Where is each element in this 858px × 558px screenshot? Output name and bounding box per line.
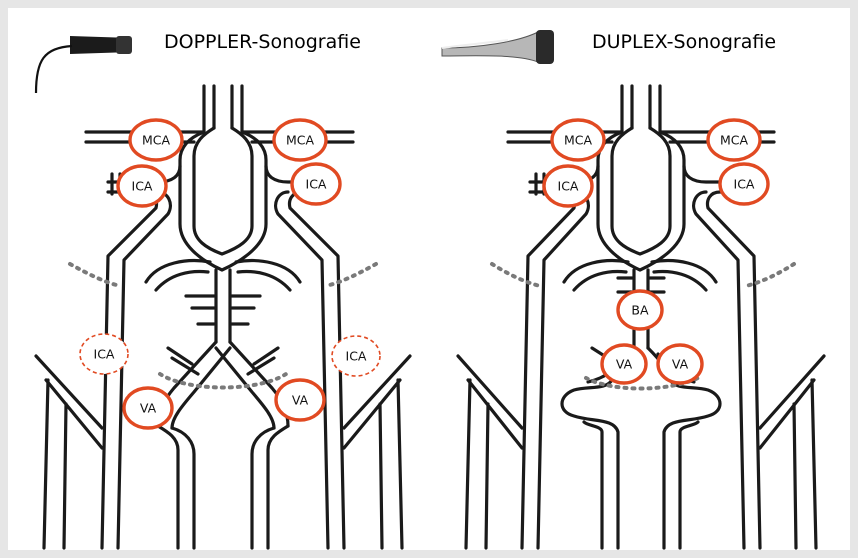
doppler-marker-ica-right: ICA — [292, 164, 340, 204]
linear-probe-icon — [442, 30, 554, 64]
duplex-marker-va-right: VA — [658, 345, 702, 383]
duplex-marker-va-left: VA — [602, 345, 646, 383]
svg-text:MCA: MCA — [286, 133, 315, 148]
duplex-marker-mca-right: MCA — [708, 120, 760, 160]
duplex-panel: DUPLEX-Sonografie — [442, 30, 824, 548]
doppler-marker-mca-left: MCA — [130, 120, 182, 160]
doppler-marker-ica-left: ICA — [118, 166, 166, 206]
svg-text:VA: VA — [616, 357, 633, 372]
duplex-marker-ica-left: ICA — [544, 166, 592, 206]
duplex-skull-base-left — [492, 264, 540, 286]
doppler-marker-mca-right: MCA — [274, 120, 326, 160]
figure-frame: DOPPLER-Sonografie — [8, 8, 850, 550]
pencil-probe-icon — [36, 36, 132, 93]
svg-text:BA: BA — [631, 303, 649, 318]
duplex-marker-ba: BA — [618, 291, 662, 329]
doppler-marker-va-right: VA — [276, 380, 324, 420]
duplex-title: DUPLEX-Sonografie — [592, 31, 776, 53]
doppler-skull-base-left — [70, 264, 120, 286]
svg-text:VA: VA — [672, 357, 689, 372]
doppler-marker-ica-cervical-left: ICA — [80, 334, 128, 374]
svg-text:MCA: MCA — [142, 133, 171, 148]
svg-text:MCA: MCA — [720, 133, 749, 148]
svg-text:VA: VA — [140, 401, 157, 416]
svg-text:ICA: ICA — [346, 349, 367, 364]
svg-text:ICA: ICA — [734, 177, 755, 192]
svg-text:ICA: ICA — [558, 179, 579, 194]
svg-text:ICA: ICA — [306, 177, 327, 192]
doppler-skull-base-right — [326, 264, 376, 286]
svg-text:VA: VA — [292, 393, 309, 408]
vascular-diagram: DOPPLER-Sonografie — [8, 8, 850, 550]
duplex-marker-ica-right: ICA — [720, 164, 768, 204]
svg-text:ICA: ICA — [132, 179, 153, 194]
duplex-marker-mca-left: MCA — [552, 120, 604, 160]
doppler-panel: DOPPLER-Sonografie — [36, 31, 410, 548]
svg-text:MCA: MCA — [564, 133, 593, 148]
doppler-vessel-tree — [36, 86, 410, 548]
doppler-title: DOPPLER-Sonografie — [164, 31, 361, 53]
doppler-marker-ica-cervical-right: ICA — [332, 336, 380, 376]
svg-text:ICA: ICA — [94, 347, 115, 362]
doppler-marker-va-left: VA — [124, 388, 172, 428]
